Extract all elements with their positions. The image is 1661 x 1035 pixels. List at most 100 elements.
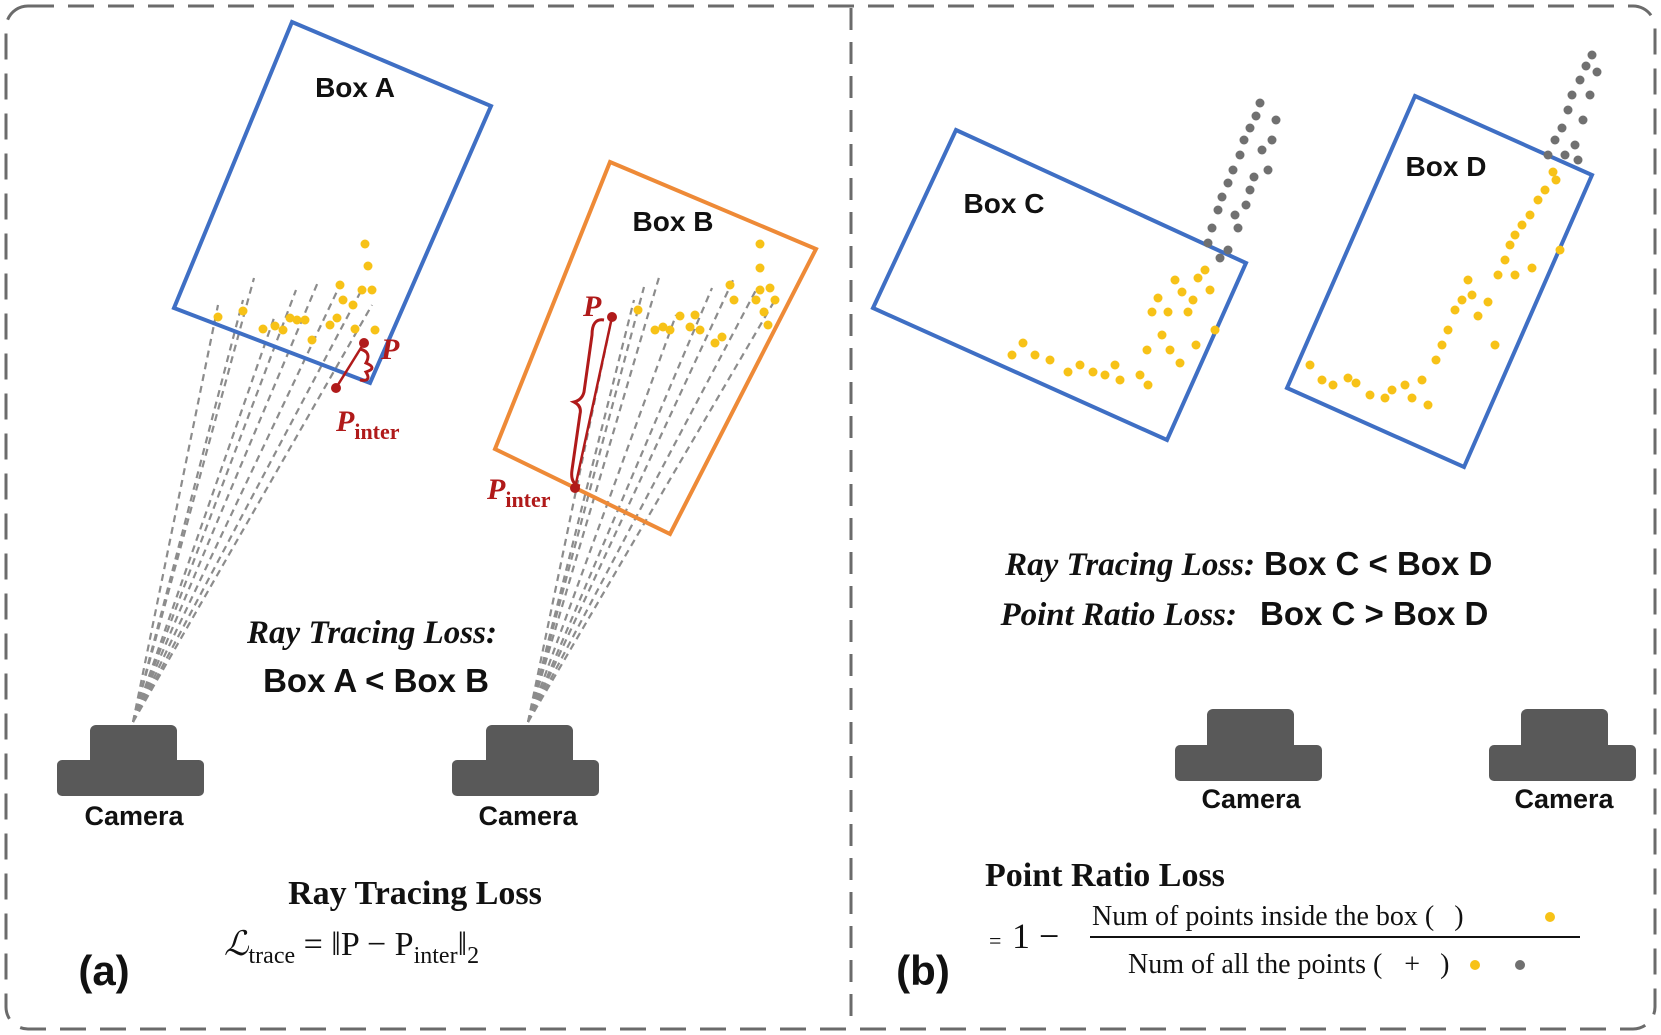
yellow-point xyxy=(729,295,739,305)
yellow-point xyxy=(1351,378,1361,388)
gray-point xyxy=(1203,238,1213,248)
gray-point xyxy=(1550,135,1560,145)
yellow-point xyxy=(1210,325,1220,335)
yellow-point xyxy=(335,280,345,290)
yellow-point xyxy=(1551,175,1561,185)
yellow-point xyxy=(1191,340,1201,350)
camera-a-right-label: Camera xyxy=(478,801,578,831)
yellow-point xyxy=(213,312,223,322)
yellow-point xyxy=(1115,375,1125,385)
yellow-point xyxy=(1200,265,1210,275)
points-box-b xyxy=(633,239,780,348)
yellow-point xyxy=(1493,270,1503,280)
camera-a-right xyxy=(452,725,599,796)
yellow-point xyxy=(658,322,668,332)
gray-point xyxy=(1235,150,1245,160)
yellow-point xyxy=(1188,295,1198,305)
yellow-point xyxy=(1463,275,1473,285)
yellow-point xyxy=(285,313,295,323)
yellow-point xyxy=(238,306,248,316)
panel-b: Box C Box D Ray Tracing Loss: Box C < Bo… xyxy=(870,50,1636,994)
camera-b-right xyxy=(1489,709,1636,781)
yellow-point xyxy=(1407,393,1417,403)
camera-a-left xyxy=(57,725,204,796)
formula-b-denominator: Num of all the points (+) xyxy=(1128,949,1449,980)
box-c-outline xyxy=(870,127,1249,443)
yellow-point xyxy=(1450,305,1460,315)
formula-a: ℒtrace = ‖P − Pinter‖2 xyxy=(224,926,479,969)
label-pinter-b: Pinter xyxy=(486,473,551,512)
yellow-point xyxy=(759,307,769,317)
yellow-point xyxy=(1400,380,1410,390)
yellow-point xyxy=(1387,385,1397,395)
statement-b1-text: Box C < Box D xyxy=(1264,545,1492,582)
yellow-point xyxy=(1343,373,1353,383)
yellow-point xyxy=(1153,293,1163,303)
yellow-point xyxy=(1555,245,1565,255)
yellow-point xyxy=(1467,290,1477,300)
yellow-point xyxy=(1548,167,1558,177)
yellow-point xyxy=(1328,380,1338,390)
gray-point xyxy=(1245,123,1255,133)
rays-box-a xyxy=(131,277,373,723)
gray-point xyxy=(1249,172,1259,182)
yellow-point xyxy=(751,295,761,305)
ray-line xyxy=(526,287,714,723)
gray-point xyxy=(1563,105,1573,115)
formula-b-numerator: Num of points inside the box () xyxy=(1092,901,1464,932)
ray-line xyxy=(131,289,298,723)
yellow-point xyxy=(710,338,720,348)
points-box-c xyxy=(1007,265,1220,390)
brace-b xyxy=(569,318,605,488)
yellow-point xyxy=(1437,340,1447,350)
yellow-point xyxy=(258,324,268,334)
camera-b-left xyxy=(1175,709,1322,781)
yellow-point xyxy=(650,325,660,335)
point-pinter-a xyxy=(331,383,341,393)
yellow-point xyxy=(1030,350,1040,360)
yellow-point xyxy=(685,322,695,332)
panel-b-label: (b) xyxy=(896,947,950,994)
yellow-point xyxy=(1175,358,1185,368)
gray-point xyxy=(1241,200,1251,210)
gray-point xyxy=(1228,165,1238,175)
statement-a-text: Box A < Box B xyxy=(263,662,489,699)
gray-point xyxy=(1257,145,1267,155)
gray-point xyxy=(1207,223,1217,233)
points-outside-box-c xyxy=(1203,98,1281,263)
yellow-point xyxy=(755,285,765,295)
statement-b1-title: Ray Tracing Loss: xyxy=(1004,547,1255,583)
points-box-a xyxy=(213,239,380,345)
yellow-point xyxy=(1500,255,1510,265)
gray-point xyxy=(1567,90,1577,100)
yellow-point xyxy=(1483,297,1493,307)
yellow-point xyxy=(1510,230,1520,240)
yellow-point xyxy=(690,310,700,320)
yellow-point xyxy=(348,300,358,310)
ray-line xyxy=(132,284,341,723)
yellow-point xyxy=(1317,375,1327,385)
gray-point xyxy=(1239,135,1249,145)
yellow-point xyxy=(363,261,373,271)
ray-line xyxy=(132,290,362,723)
yellow-point xyxy=(1365,390,1375,400)
yellow-point xyxy=(1100,370,1110,380)
box-a-label: Box A xyxy=(315,72,395,103)
yellow-point xyxy=(1490,340,1500,350)
yellow-point xyxy=(717,332,727,342)
yellow-point xyxy=(1183,307,1193,317)
brace-a xyxy=(359,347,374,382)
panel-a: P Pinter P Pinter Box A Box B Ray Tracin… xyxy=(57,19,819,994)
gray-point xyxy=(1233,223,1243,233)
yellow-point xyxy=(1075,360,1085,370)
box-b-outline xyxy=(492,159,819,537)
yellow-point xyxy=(1165,345,1175,355)
box-d-label: Box D xyxy=(1406,151,1487,182)
yellow-point xyxy=(1305,360,1315,370)
yellow-point xyxy=(1147,307,1157,317)
gray-point xyxy=(1587,50,1597,60)
annotation-box-b xyxy=(569,312,617,493)
yellow-point xyxy=(370,325,380,335)
point-p-b xyxy=(607,312,617,322)
